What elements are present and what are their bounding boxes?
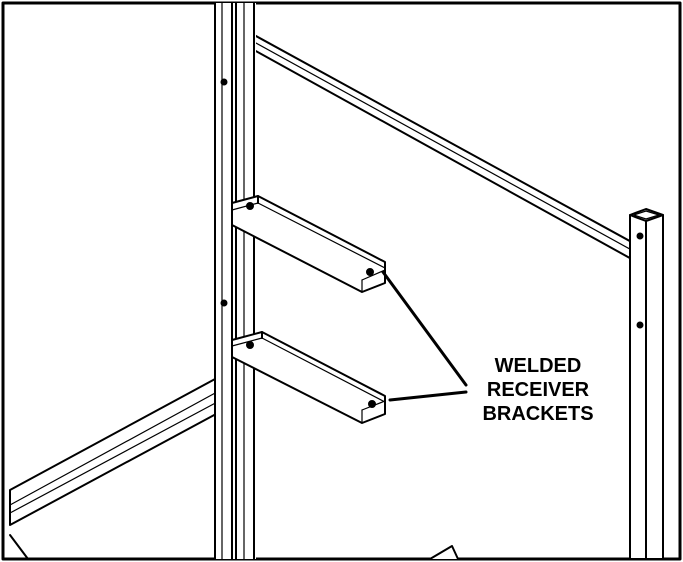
right-square-post [629, 208, 664, 560]
callout-line-2: RECEIVER [486, 379, 590, 401]
main-vertical-post [214, 2, 256, 560]
bottom-fragment [429, 545, 459, 560]
upper-receiver-bracket [231, 195, 386, 293]
lower-receiver-bracket [231, 331, 386, 424]
left-strut-fragment [9, 534, 29, 560]
callout-leader-lines [381, 270, 468, 402]
left-lower-rail [9, 371, 243, 526]
callout-line-3: BRACKETS [482, 403, 594, 425]
callout-label: WELDED RECEIVER BRACKETS [448, 354, 628, 426]
callout-line-1: WELDED [494, 355, 582, 377]
